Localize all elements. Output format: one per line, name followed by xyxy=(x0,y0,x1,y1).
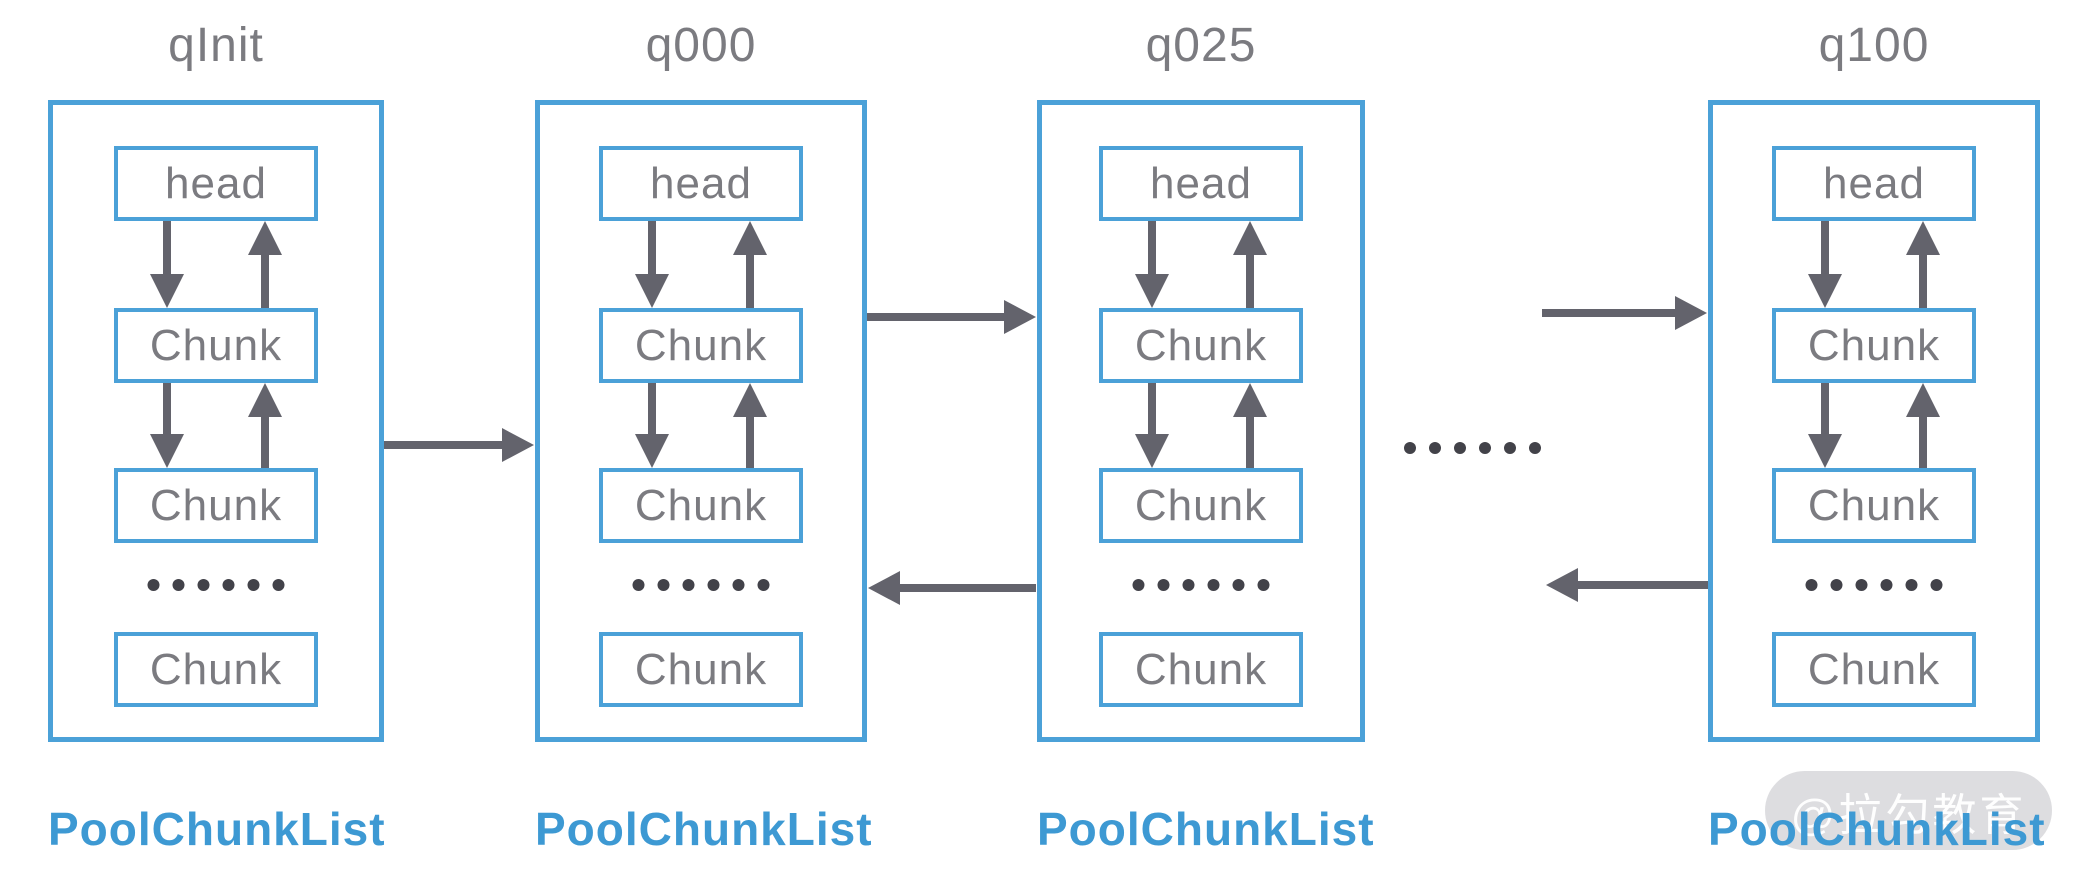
queue-column-qinit: qInit head Chunk Chunk Chunk PoolChunkLi… xyxy=(48,0,386,882)
queue-title: q000 xyxy=(645,19,757,72)
chunk-node-label: Chunk xyxy=(1807,480,1941,530)
chunk-node: Chunk xyxy=(1099,632,1303,707)
arrow-left-q025-to-q000 xyxy=(868,571,1036,605)
pool-chunk-list-label: PoolChunkList xyxy=(1708,803,2046,855)
bidirectional-link xyxy=(540,221,862,308)
up-arrow-icon xyxy=(733,221,767,308)
arrow-right-qinit-to-q000 xyxy=(384,428,534,462)
chunk-node: Chunk xyxy=(599,308,803,383)
head-node-label: head xyxy=(1150,158,1252,208)
ellipsis-dots-between-q025-q100 xyxy=(1404,442,1541,454)
queue-column-q025: q025 head Chunk Chunk Chunk PoolChunkLis… xyxy=(1037,0,1375,882)
up-arrow-icon xyxy=(248,383,282,468)
head-node-label: head xyxy=(1823,158,1925,208)
chunk-node-label: Chunk xyxy=(149,644,283,694)
chunk-node: Chunk xyxy=(1772,468,1976,543)
queue-column-q000: q000 head Chunk Chunk Chunk PoolChunkLis… xyxy=(535,0,873,882)
queue-title: q100 xyxy=(1818,19,1930,72)
down-arrow-icon xyxy=(635,221,669,308)
chunk-node: Chunk xyxy=(114,632,318,707)
ellipsis-dots xyxy=(632,579,770,591)
down-arrow-icon xyxy=(1135,221,1169,308)
chunk-node: Chunk xyxy=(1772,308,1976,383)
head-node-label: head xyxy=(165,158,267,208)
head-node-label: head xyxy=(650,158,752,208)
ellipsis-dots xyxy=(1805,579,1943,591)
chunk-node: Chunk xyxy=(1099,468,1303,543)
bidirectional-link xyxy=(53,221,379,308)
pool-chunk-list-label: PoolChunkList xyxy=(48,803,386,855)
down-arrow-icon xyxy=(150,383,184,468)
up-arrow-icon xyxy=(1233,221,1267,308)
pool-chunk-list-label: PoolChunkList xyxy=(1037,803,1375,855)
bidirectional-link xyxy=(1713,383,2035,468)
chunk-node: Chunk xyxy=(599,632,803,707)
queue-title: q025 xyxy=(1145,19,1257,72)
chunk-node: Chunk xyxy=(1099,308,1303,383)
up-arrow-icon xyxy=(248,221,282,308)
up-arrow-icon xyxy=(1906,221,1940,308)
down-arrow-icon xyxy=(1135,383,1169,468)
down-arrow-icon xyxy=(150,221,184,308)
head-node: head xyxy=(1099,146,1303,221)
queue-title: qInit xyxy=(168,19,264,72)
chunk-node-label: Chunk xyxy=(1134,644,1268,694)
ellipsis-dots xyxy=(1132,579,1270,591)
head-node: head xyxy=(114,146,318,221)
chunk-node-label: Chunk xyxy=(1807,320,1941,370)
ellipsis-dots xyxy=(147,579,285,591)
bidirectional-link xyxy=(540,383,862,468)
watermark-text: @拉勾教育 xyxy=(1790,790,2027,840)
pool-chunk-list-box: head Chunk Chunk Chunk xyxy=(1708,100,2040,742)
down-arrow-icon xyxy=(1808,221,1842,308)
chunk-node-label: Chunk xyxy=(149,480,283,530)
chunk-node-label: Chunk xyxy=(634,480,768,530)
chunk-node-label: Chunk xyxy=(1134,480,1268,530)
pool-chunk-list-box: head Chunk Chunk Chunk xyxy=(1037,100,1365,742)
down-arrow-icon xyxy=(1808,383,1842,468)
arrow-left-q100-to-q025 xyxy=(1546,568,1708,602)
bidirectional-link xyxy=(1713,221,2035,308)
bidirectional-link xyxy=(53,383,379,468)
head-node: head xyxy=(599,146,803,221)
chunk-node: Chunk xyxy=(114,468,318,543)
bidirectional-link xyxy=(1042,383,1360,468)
up-arrow-icon xyxy=(733,383,767,468)
queue-column-q100: q100 head Chunk Chunk Chunk PoolChunkLis… xyxy=(1708,0,2046,882)
chunk-node-label: Chunk xyxy=(1807,644,1941,694)
chunk-node-label: Chunk xyxy=(634,320,768,370)
pool-chunk-list-box: head Chunk Chunk Chunk xyxy=(48,100,384,742)
up-arrow-icon xyxy=(1906,383,1940,468)
arrow-right-q025-to-q100 xyxy=(1542,296,1707,330)
pool-chunk-list-box: head Chunk Chunk Chunk xyxy=(535,100,867,742)
arrow-right-q000-to-q025 xyxy=(867,300,1036,334)
chunk-node: Chunk xyxy=(114,308,318,383)
head-node: head xyxy=(1772,146,1976,221)
chunk-node: Chunk xyxy=(599,468,803,543)
pool-chunk-list-label: PoolChunkList xyxy=(535,803,873,855)
watermark-badge: @拉勾教育 xyxy=(1765,771,2052,850)
down-arrow-icon xyxy=(635,383,669,468)
chunk-node-label: Chunk xyxy=(634,644,768,694)
chunk-node-label: Chunk xyxy=(149,320,283,370)
up-arrow-icon xyxy=(1233,383,1267,468)
chunk-node-label: Chunk xyxy=(1134,320,1268,370)
bidirectional-link xyxy=(1042,221,1360,308)
chunk-node: Chunk xyxy=(1772,632,1976,707)
